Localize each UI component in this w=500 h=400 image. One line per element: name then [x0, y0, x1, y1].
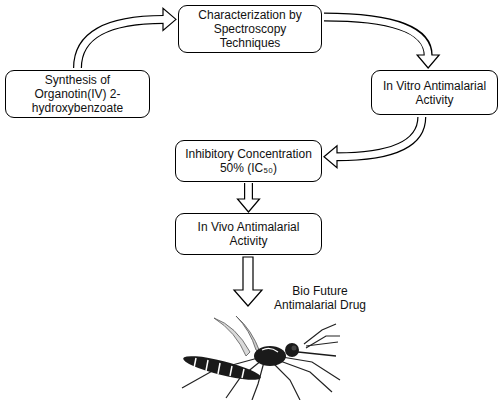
hollow-arrow-connector [324, 117, 422, 168]
box-content: Inhibitory Concentration 50% (IC₅₀) [182, 147, 315, 175]
box-content: Synthesis of Organotin(IV) 2-hydroxybenz… [12, 73, 143, 115]
arrow-shaft-fill [245, 183, 252, 201]
box-text: Inhibitory Concentration 50% (IC₅₀) [182, 147, 315, 175]
process-box: Inhibitory Concentration 50% (IC₅₀) [175, 140, 322, 182]
box-text: In Vivo Antimalarial Activity [182, 220, 315, 248]
arrow-shaft-fill [78, 19, 165, 68]
process-box: Synthesis of Organotin(IV) 2-hydroxybenz… [5, 70, 150, 118]
box-text: Synthesis of Organotin(IV) 2-hydroxybenz… [12, 73, 143, 115]
arrow-shaft-fill [336, 117, 422, 157]
process-box: Characterization by Spectroscopy Techniq… [178, 5, 322, 53]
hollow-arrow [234, 257, 262, 306]
box-content: In Vivo Antimalarial Activity [182, 220, 315, 248]
arrow-head [238, 199, 260, 212]
process-box: In Vivo Antimalarial Activity [175, 213, 322, 255]
mosquito-illustration [181, 316, 340, 400]
arrow-shaft-fill [324, 17, 428, 57]
hollow-arrow-connector [324, 17, 439, 68]
box-content: Characterization by Spectroscopy Techniq… [185, 8, 315, 50]
box-text: Characterization by Spectroscopy Techniq… [185, 8, 315, 50]
arrow-head [324, 146, 337, 168]
box-text: In Vitro Antimalarial Activity [378, 79, 491, 107]
hollow-arrow-connector [78, 8, 177, 68]
arrow-head [417, 55, 439, 68]
process-box: In Vitro Antimalarial Activity [371, 70, 498, 115]
box-content: In Vitro Antimalarial Activity [378, 79, 491, 107]
hollow-arrow-connector [238, 183, 260, 212]
arrow-head [163, 8, 176, 30]
note-label: Bio Future Antimalarial Drug [268, 284, 372, 312]
